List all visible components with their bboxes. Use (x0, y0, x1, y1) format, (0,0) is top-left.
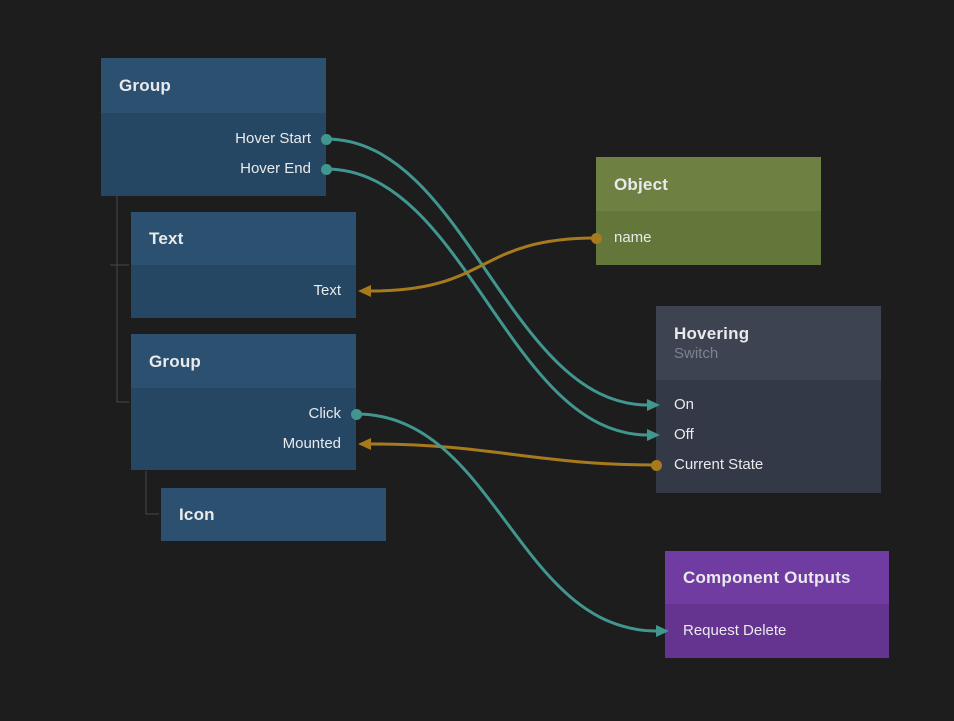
node-header-icon[interactable]: Icon (161, 488, 386, 541)
request-delete-port-arrow-icon[interactable] (656, 625, 669, 637)
node-title: Group (119, 76, 171, 95)
node-group-top[interactable]: Group (101, 58, 326, 196)
node-header-group-inner[interactable]: Group (131, 334, 356, 388)
wire-name-to-text[interactable] (369, 236, 598, 293)
wire-current-state-to-mounted[interactable] (369, 442, 658, 467)
port-label-text-in: Text (313, 282, 341, 299)
on-port-arrow-icon[interactable] (647, 399, 660, 411)
node-group-inner[interactable]: Group (131, 334, 356, 470)
port-label-hover-start: Hover Start (235, 130, 311, 147)
name-port-circle[interactable] (590, 232, 602, 244)
port-label-hover-end: Hover End (240, 160, 311, 177)
wire-click-to-request-delete[interactable] (354, 412, 659, 633)
node-header-object[interactable]: Object (596, 157, 821, 211)
current-state-port-circle[interactable] (650, 459, 662, 471)
node-header-group-top[interactable]: Group (101, 58, 326, 113)
node-component-outputs[interactable]: Component Outputs (665, 551, 889, 658)
wire-hover-end-to-off[interactable] (324, 167, 650, 437)
node-text[interactable]: Text (131, 212, 356, 318)
port-label-off: Off (674, 426, 694, 443)
node-title: Group (149, 351, 201, 371)
node-header-component-outputs[interactable]: Component Outputs (665, 551, 889, 604)
node-title: Hovering (674, 324, 750, 343)
text-in-port-arrow-icon[interactable] (358, 285, 371, 297)
port-label-request-delete: Request Delete (683, 622, 787, 639)
wire-hover-start-to-on[interactable] (324, 137, 650, 407)
node-title: Object (614, 174, 669, 194)
hover-start-port-circle[interactable] (320, 133, 332, 145)
node-title: Icon (179, 505, 215, 524)
port-label-current-state: Current State (674, 456, 764, 473)
port-label-click: Click (308, 405, 342, 422)
off-port-arrow-icon[interactable] (647, 429, 660, 441)
node-title: Text (149, 229, 184, 248)
node-title: Component Outputs (683, 568, 851, 587)
click-port-circle[interactable] (350, 408, 362, 420)
node-object[interactable]: Object (596, 157, 821, 265)
hover-end-port-circle[interactable] (320, 163, 332, 175)
tree-link-group-inner-icon-link (145, 471, 159, 515)
port-label-on: On (674, 396, 695, 413)
node-header-text[interactable]: Text (131, 212, 356, 265)
node-subtitle: Switch (674, 345, 719, 362)
port-label-name: name (614, 229, 652, 246)
node-icon[interactable]: Icon (161, 488, 386, 541)
tree-link-group-top-trunk (116, 196, 129, 403)
mounted-port-arrow-icon[interactable] (358, 438, 371, 450)
port-label-mounted: Mounted (282, 435, 341, 452)
